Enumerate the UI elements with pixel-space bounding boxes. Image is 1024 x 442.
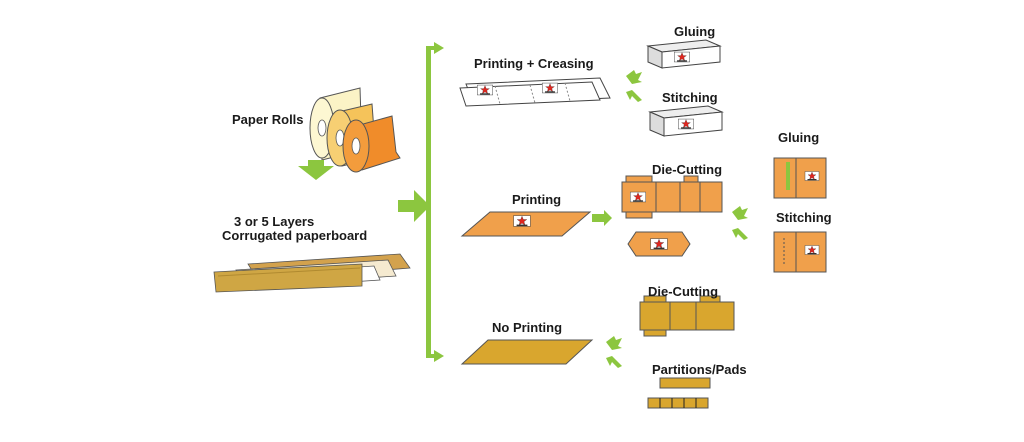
orange-box-icon	[621, 175, 723, 219]
corrugated-label: Corrugated paperboard	[222, 228, 368, 243]
printing-creasing-label: Printing + Creasing	[474, 56, 594, 71]
paperboard-stack-icon	[213, 253, 411, 293]
arrow-icon	[426, 42, 444, 362]
paper-rolls-icon	[309, 87, 401, 173]
paperboard-stack-icon	[460, 339, 594, 365]
white-box-icon	[646, 39, 722, 69]
arrow-icon	[398, 190, 430, 222]
orange-box-icon	[773, 157, 827, 199]
partitions-pads-label: Partitions/Pads	[652, 362, 747, 377]
orange-box-icon	[460, 211, 592, 237]
kraft-box-icon	[647, 377, 711, 409]
white-box-icon	[648, 105, 724, 137]
printing-label: Printing	[512, 192, 562, 207]
kraft-box-icon	[639, 295, 735, 337]
die-cutting-plain-label: Die-Cutting	[648, 284, 719, 299]
paper-rolls-label: Paper Rolls	[232, 112, 304, 127]
arrow-icon	[298, 160, 334, 180]
layers-label: 3 or 5 Layers	[234, 214, 315, 229]
gluing-right-label: Gluing	[778, 130, 820, 145]
orange-box-icon	[773, 231, 827, 273]
die-cutting-printed-label: Die-Cutting	[652, 162, 723, 177]
arrow-icon	[592, 70, 748, 368]
no-printing-label: No Printing	[492, 320, 563, 335]
stitching-top-label: Stitching	[662, 90, 718, 105]
orange-box-icon	[627, 231, 691, 257]
creased-sheet-icon	[459, 77, 611, 107]
gluing-top-label: Gluing	[674, 24, 716, 39]
stitching-right-label: Stitching	[776, 210, 832, 225]
